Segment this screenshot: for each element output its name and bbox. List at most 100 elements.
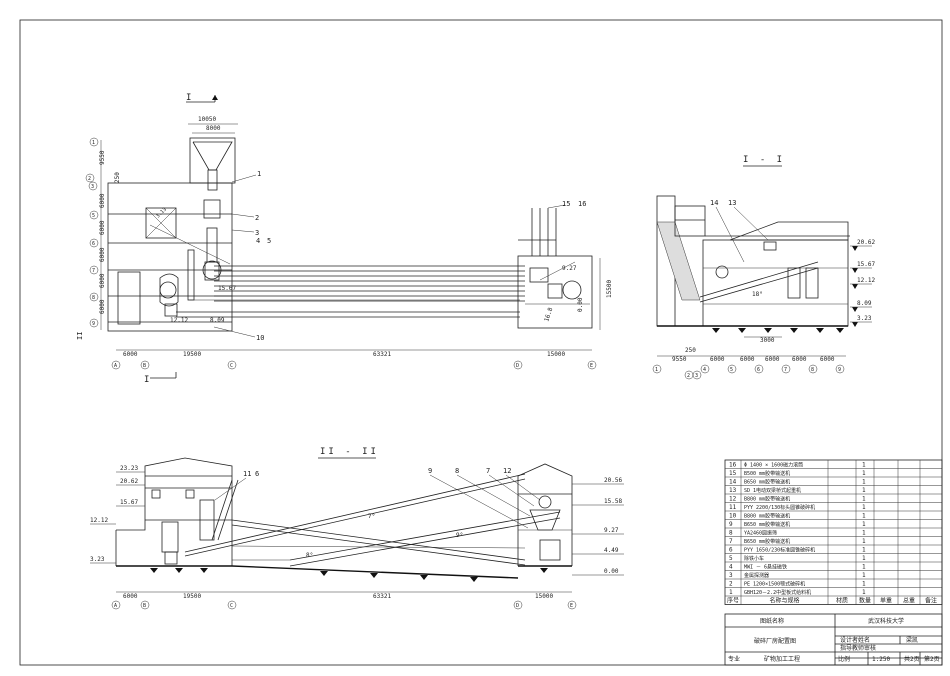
plan-view: I 10050 8000 3.13 <box>76 93 613 385</box>
section-dim-2: 19500 <box>183 593 201 600</box>
bom-row-no: 8 <box>729 530 733 537</box>
bom-row-name: B650 mm胶带输送机 <box>744 521 790 528</box>
elev-level-2: 15.67 <box>857 261 875 268</box>
elev-grid-7: 7 <box>784 367 787 373</box>
elev-dim-2: 6000 <box>710 356 725 363</box>
section-angle-3: 8° <box>306 552 313 559</box>
bom-row-no: 15 <box>729 470 737 477</box>
plan-grid-8: 8 <box>92 295 95 301</box>
section-callout-7: 7 <box>486 467 490 475</box>
title-major: 矿物加工工程 <box>764 655 800 663</box>
section-II-II: II - II 7° 9° 8° 11 6 <box>90 447 624 610</box>
section-callout-9: 9 <box>428 467 432 475</box>
plan-angle-label: 3.13 <box>155 207 168 220</box>
bom-header-2: 材质 <box>836 597 848 605</box>
bom-header-0: 序号 <box>727 597 739 605</box>
callout-2: 2 <box>255 214 259 222</box>
bom-row-qty: 1 <box>862 504 866 511</box>
bom-row-name: B650 mm胶带输送机 <box>744 479 790 486</box>
elev-grid-9: 9 <box>838 367 841 373</box>
bom-header-6: 备注 <box>925 597 937 605</box>
bom-row-no: 2 <box>729 581 733 588</box>
section-grid-C: C <box>230 603 233 609</box>
section-level-right-5: 0.00 <box>604 568 619 575</box>
bom-row-name: Φ 1400 × 1600磁力滚筒 <box>744 462 803 469</box>
elev-grid-5: 5 <box>730 367 733 373</box>
section-grid-A: A <box>114 603 117 609</box>
bom-row-name: B800 mm胶带输送机 <box>744 513 790 520</box>
bom-row-no: 10 <box>729 513 737 520</box>
elev-grid-1: 1 <box>655 367 658 373</box>
section-callout-8: 8 <box>455 467 459 475</box>
bom-row: 5 除铁小车 1 <box>729 555 866 562</box>
section-level-right-3: 9.27 <box>604 527 619 534</box>
bom-row-no: 13 <box>729 487 737 494</box>
bom-row-qty: 1 <box>862 581 866 588</box>
title-designer-label: 设计者姓名 <box>840 636 870 644</box>
plan-grid-1: 1 <box>92 140 95 146</box>
elevation-title: I - I <box>743 155 785 165</box>
callout-16: 16 <box>578 200 586 208</box>
plan-dim-top-1: 10050 <box>198 116 216 123</box>
bom-header-4: 单重 <box>880 597 892 605</box>
section-level-left-5: 3.23 <box>90 556 105 563</box>
elev-grid-bubbles: 1 2 3 4 5 6 7 8 9 <box>652 364 845 380</box>
section-level-right-2: 15.58 <box>604 498 622 505</box>
bom-row-no: 11 <box>729 504 737 511</box>
bom-row-no: 16 <box>729 462 737 469</box>
title-advisor-label: 指导教师审核 <box>840 644 876 652</box>
bom-row-name: SD 1电动双梁桥式起重机 <box>744 487 801 494</box>
plan-dim-bottom-1: 6000 <box>123 351 138 358</box>
callout-15: 15 <box>562 200 570 208</box>
plan-grid-7: 7 <box>92 268 95 274</box>
callout-10: 10 <box>256 334 264 342</box>
bom-row-name: PE 1200×1500颚式破碎机 <box>744 581 805 588</box>
bom-row-qty: 1 <box>862 555 866 562</box>
elev-grid-8: 8 <box>811 367 814 373</box>
bom-row-qty: 1 <box>862 470 866 477</box>
plan-dim-left-6: 6000 <box>99 273 106 288</box>
bom-row-name: 除铁小车 <box>744 555 764 562</box>
plan-grid-5: 5 <box>92 213 95 219</box>
bom-row-no: 5 <box>729 555 733 562</box>
section-level-left-1: 23.23 <box>120 465 138 472</box>
plan-dim-bottom-4: 15000 <box>547 351 565 358</box>
callout-3: 3 <box>255 229 259 237</box>
plan-callouts: 1 2 3 4 5 10 15 16 <box>213 170 586 342</box>
title-total-sheets: 共2页 <box>904 655 920 663</box>
elev-level-5: 3.23 <box>857 315 872 322</box>
bom-frame <box>724 459 943 605</box>
elev-grid-2: 2 <box>687 373 690 379</box>
section-angle-2: 9° <box>456 532 463 539</box>
plan-axis-C: C <box>230 363 233 369</box>
section-level-right-1: 20.56 <box>604 477 622 484</box>
title-block: 图纸名称 武汉科技大学 破碎厂房配置图 设计者姓名 梁凯 指导教师审核 专业 矿… <box>724 613 943 666</box>
bom-row-qty: 1 <box>862 564 866 571</box>
section-levels-left: 23.23 20.62 15.67 12.12 3.23 <box>90 465 145 564</box>
plan-axis-B: B <box>143 363 146 369</box>
section-level-left-2: 20.62 <box>120 478 138 485</box>
plan-section-mark-I: I <box>186 93 191 103</box>
elev-angle: 18° <box>752 291 763 298</box>
bom-row-no: 6 <box>729 547 733 554</box>
plan-level-927: 9.27 <box>562 265 577 272</box>
section-grid-E: E <box>570 603 573 609</box>
plan-section-II: II <box>76 332 84 340</box>
title-scale-label: 比例 <box>838 655 850 663</box>
callout-4: 4 <box>256 237 260 245</box>
plan-dim-15500: 15500 <box>606 280 613 298</box>
bom-row-name: B500 mm胶带输送机 <box>744 470 790 477</box>
